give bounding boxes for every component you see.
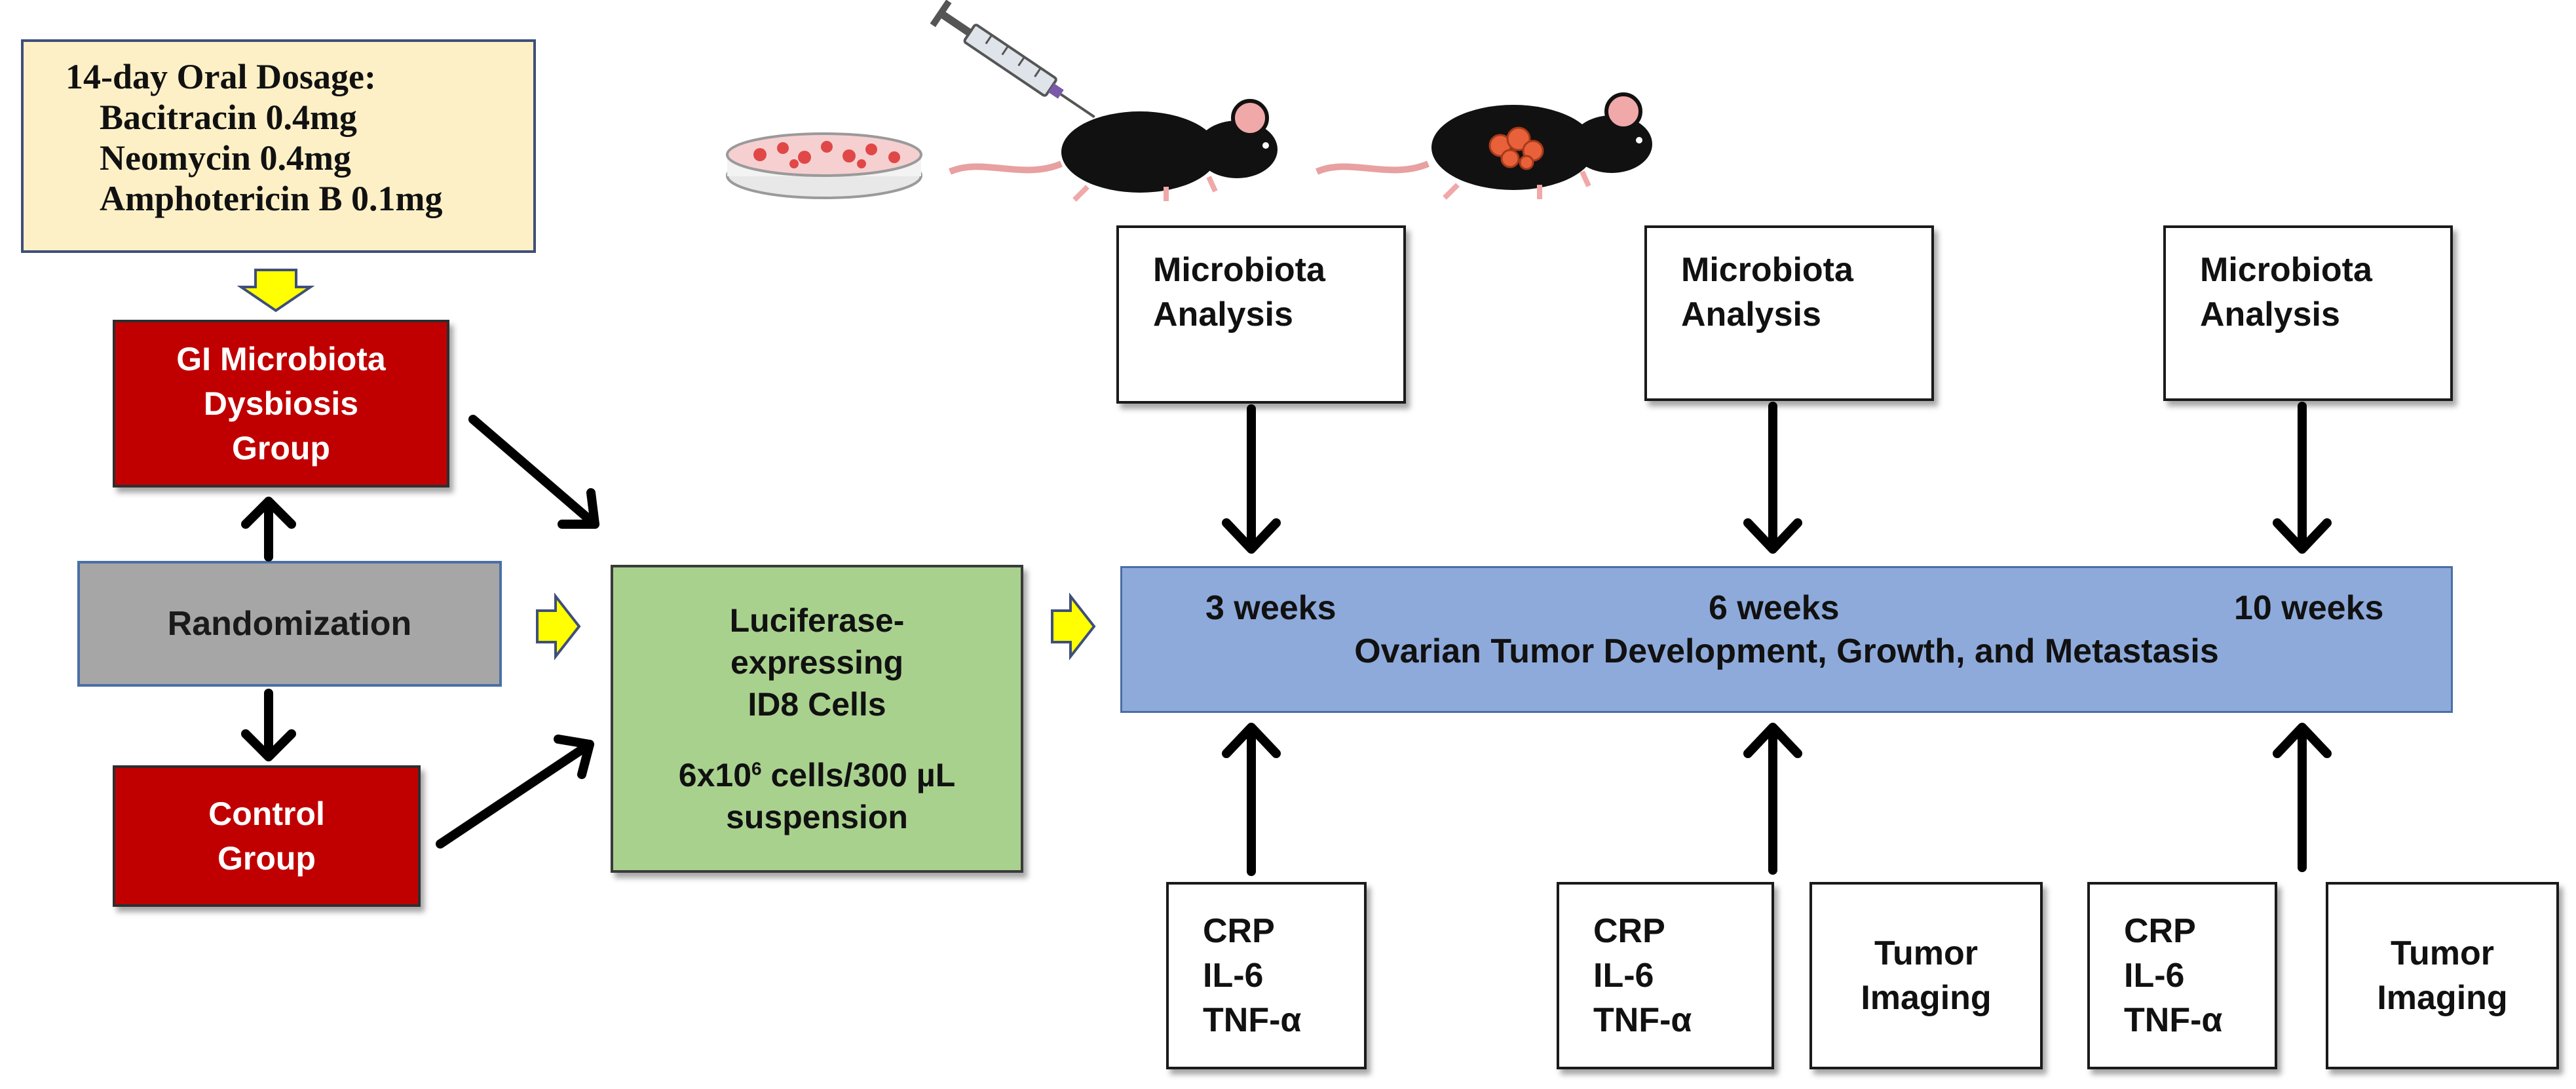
timeline-title: Ovarian Tumor Development, Growth, and M… bbox=[1354, 632, 2219, 670]
tumor-imaging-box-2: Tumor Imaging bbox=[2326, 882, 2559, 1069]
control-line-2: Group bbox=[218, 840, 316, 877]
yellow-arrow-right-icon bbox=[536, 592, 581, 660]
serum-markers-box-1: CRP IL-6 TNF-α bbox=[1166, 882, 1367, 1069]
microbiota-line-2: Analysis bbox=[1153, 296, 1293, 334]
microbiota-line-2: Analysis bbox=[2200, 296, 2340, 334]
dysbiosis-group-box: GI Microbiota Dysbiosis Group bbox=[113, 320, 449, 487]
cells-line-3: ID8 Cells bbox=[748, 686, 886, 723]
cells-dose-prefix: 6x10 bbox=[678, 757, 751, 793]
cells-line-1: Luciferase- bbox=[729, 602, 905, 639]
arrow-microbiota-2-down bbox=[1743, 402, 1802, 554]
cells-line-2: expressing bbox=[730, 644, 903, 681]
dysbiosis-line-3: Group bbox=[232, 430, 330, 467]
arrow-week-10-up bbox=[2273, 723, 2332, 872]
timeline-bar bbox=[1120, 566, 2453, 713]
dosage-item-neomycin: Neomycin 0.4mg bbox=[100, 138, 351, 178]
serum-markers-box-2: CRP IL-6 TNF-α bbox=[1557, 882, 1774, 1069]
arrow-control-to-cells bbox=[436, 735, 594, 849]
serum-markers-box-3: CRP IL-6 TNF-α bbox=[2087, 882, 2277, 1069]
imaging-line-1: Tumor bbox=[2391, 934, 2494, 972]
syringe-icon bbox=[930, 0, 1095, 119]
dosage-title: 14-day Oral Dosage: bbox=[66, 57, 376, 96]
petri-dish-icon bbox=[726, 132, 922, 199]
marker-crp: CRP bbox=[1593, 912, 1665, 950]
marker-il6: IL-6 bbox=[1593, 957, 1654, 995]
arrow-week-6-up bbox=[1743, 723, 1802, 875]
mouse-with-tumor-icon bbox=[1315, 92, 1652, 200]
id8-cells-box: Luciferase- expressing ID8 Cells 6x106 c… bbox=[611, 565, 1023, 873]
arrow-up-to-dysbiosis bbox=[241, 497, 296, 562]
dosage-item-amphotericin: Amphotericin B 0.1mg bbox=[100, 179, 443, 218]
arrow-markers-1-up bbox=[1222, 723, 1281, 876]
mouse-icon bbox=[948, 99, 1278, 202]
control-line-1: Control bbox=[208, 795, 325, 832]
microbiota-line-1: Microbiota bbox=[1681, 251, 1853, 289]
marker-tnf: TNF-α bbox=[1203, 1001, 1302, 1039]
microbiota-line-1: Microbiota bbox=[2200, 251, 2372, 289]
cells-dose-line-2: suspension bbox=[726, 799, 908, 835]
yellow-arrow-down-icon bbox=[237, 269, 315, 313]
tumor-imaging-box-1: Tumor Imaging bbox=[1809, 882, 2043, 1069]
imaging-line-2: Imaging bbox=[2377, 979, 2508, 1017]
arrow-down-to-control bbox=[241, 689, 296, 761]
imaging-line-2: Imaging bbox=[1861, 979, 1992, 1017]
dosage-item-bacitracin: Bacitracin 0.4mg bbox=[100, 98, 357, 137]
arrow-microbiota-1-down bbox=[1222, 404, 1281, 554]
week-10-label: 10 weeks bbox=[2234, 589, 2384, 627]
oral-dosage-box: 14-day Oral Dosage: Bacitracin 0.4mg Neo… bbox=[21, 39, 536, 253]
microbiota-analysis-box-2: Microbiota Analysis bbox=[1644, 225, 1934, 401]
arrow-microbiota-3-down bbox=[2273, 402, 2332, 554]
week-6-label: 6 weeks bbox=[1709, 589, 1840, 627]
marker-crp: CRP bbox=[1203, 912, 1275, 950]
microbiota-line-1: Microbiota bbox=[1153, 251, 1325, 289]
yellow-arrow-right-icon bbox=[1051, 592, 1096, 660]
cells-dose-line: 6x106 cells/300 µL bbox=[679, 754, 955, 796]
imaging-line-1: Tumor bbox=[1874, 934, 1978, 972]
randomization-box: Randomization bbox=[77, 561, 502, 687]
microbiota-line-2: Analysis bbox=[1681, 296, 1821, 334]
microbiota-analysis-box-1: Microbiota Analysis bbox=[1116, 225, 1406, 404]
marker-tnf: TNF-α bbox=[1593, 1001, 1692, 1039]
marker-il6: IL-6 bbox=[1203, 957, 1264, 995]
cells-dose-exponent: 6 bbox=[751, 758, 762, 779]
randomization-label: Randomization bbox=[167, 605, 412, 643]
marker-crp: CRP bbox=[2124, 912, 2196, 950]
dysbiosis-line-1: GI Microbiota bbox=[176, 341, 386, 377]
marker-il6: IL-6 bbox=[2124, 957, 2185, 995]
week-3-label: 3 weeks bbox=[1205, 589, 1336, 627]
marker-tnf: TNF-α bbox=[2124, 1001, 2223, 1039]
microbiota-analysis-box-3: Microbiota Analysis bbox=[2163, 225, 2453, 401]
cells-dose-suffix: cells/300 µL bbox=[761, 757, 956, 793]
arrow-dysbiosis-to-cells bbox=[468, 415, 599, 529]
control-group-box: Control Group bbox=[113, 765, 421, 907]
dysbiosis-line-2: Dysbiosis bbox=[203, 385, 359, 422]
